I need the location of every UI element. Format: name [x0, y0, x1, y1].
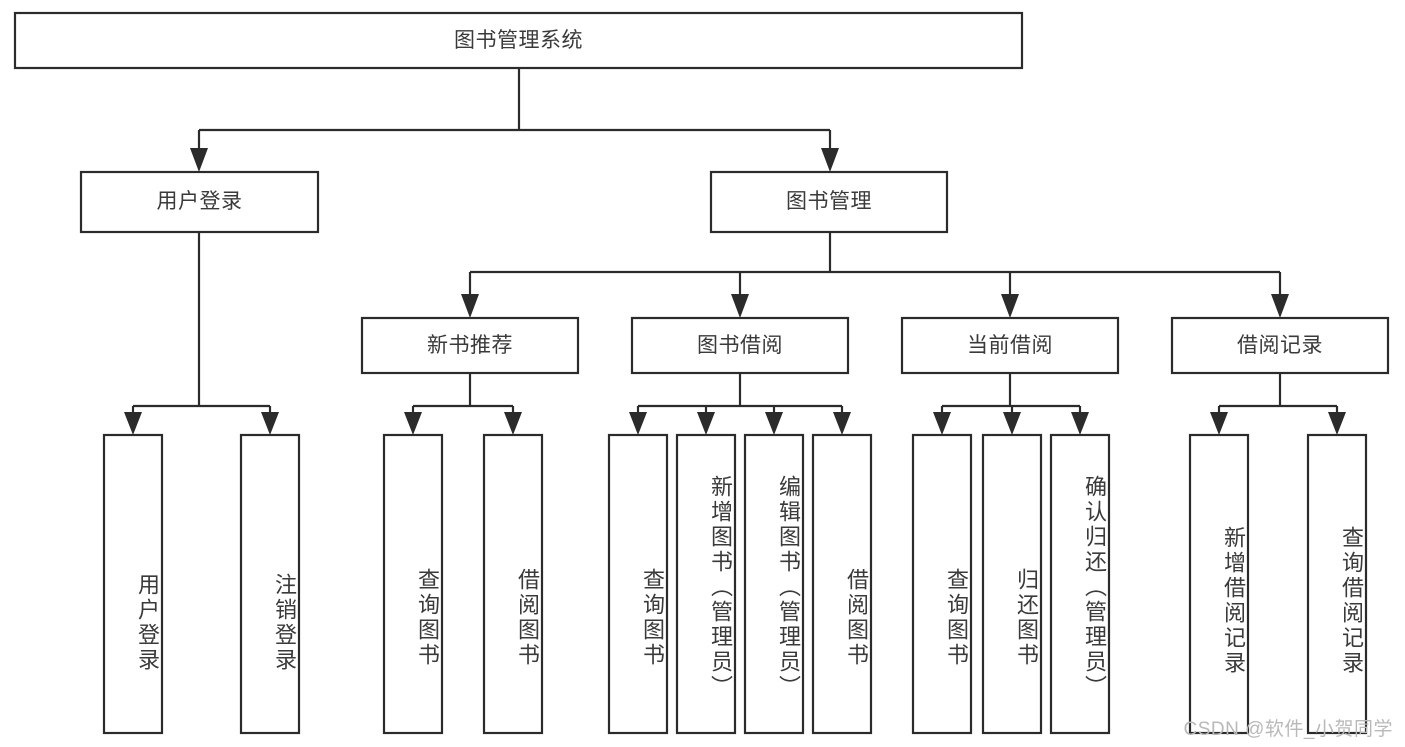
leaf-box-7[interactable] — [811, 433, 873, 735]
arrow-leaf-6 — [765, 412, 783, 435]
arrow-to-new-book-recommend — [461, 294, 479, 318]
arrow-leaf-12 — [1328, 412, 1346, 435]
arrow-to-current-borrow — [1001, 294, 1019, 318]
arrow-leaf-11 — [1210, 412, 1228, 435]
node-box-root[interactable] — [13, 11, 1024, 70]
arrow-leaf-4 — [629, 412, 647, 435]
arrow-leaf-2 — [404, 412, 422, 435]
leaf-box-8[interactable] — [911, 433, 973, 735]
node-box-borrow-record[interactable] — [1170, 316, 1390, 375]
leaf-box-3[interactable] — [482, 433, 544, 735]
arrow-leaf-5 — [697, 412, 715, 435]
leaf-box-12[interactable] — [1306, 433, 1368, 735]
leaf-box-2[interactable] — [382, 433, 444, 735]
watermark-text: CSDN @软件_小贺同学 — [1183, 719, 1393, 740]
leaf-box-11[interactable] — [1188, 433, 1250, 735]
leaf-box-4[interactable] — [607, 433, 669, 735]
arrow-leaf-1 — [261, 412, 279, 435]
arrow-leaf-9 — [1003, 412, 1021, 435]
arrow-leaf-3 — [504, 412, 522, 435]
arrow-leaf-0 — [124, 412, 142, 435]
arrow-to-borrow-record — [1271, 294, 1289, 318]
leaf-box-6[interactable] — [743, 433, 805, 735]
leaf-box-5[interactable] — [675, 433, 737, 735]
arrow-leaf-7 — [833, 412, 851, 435]
node-box-current-borrow[interactable] — [900, 316, 1120, 375]
arrow-to-user-login — [190, 148, 208, 172]
arrow-leaf-10 — [1071, 412, 1089, 435]
leaf-box-9[interactable] — [981, 433, 1043, 735]
arrow-leaf-8 — [933, 412, 951, 435]
arrow-to-book-management — [821, 148, 839, 172]
node-box-new-book-recommend[interactable] — [360, 316, 580, 375]
node-box-book-management[interactable] — [709, 170, 949, 234]
node-box-book-borrow[interactable] — [630, 316, 850, 375]
arrow-to-book-borrow — [731, 294, 749, 318]
leaf-box-10[interactable] — [1049, 433, 1111, 735]
leaf-box-1[interactable] — [239, 433, 301, 735]
leaf-box-0[interactable] — [102, 433, 164, 735]
node-box-user-login[interactable] — [79, 170, 320, 234]
